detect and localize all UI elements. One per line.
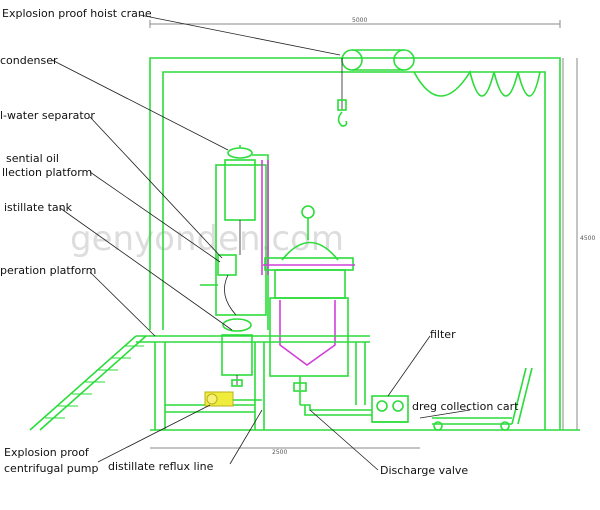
extraction-vessel bbox=[263, 205, 355, 405]
label-oil-platform-line2: llection platform bbox=[2, 166, 92, 179]
condenser bbox=[215, 145, 269, 330]
filter bbox=[371, 395, 409, 423]
label-pump-line1: Explosion proof bbox=[4, 446, 90, 459]
label-pump-line2: centrifugal pump bbox=[4, 462, 98, 475]
staircase bbox=[29, 335, 147, 431]
dim-right: 4500 bbox=[580, 235, 595, 242]
operation-platform bbox=[136, 335, 370, 430]
label-distillate-tank: istillate tank bbox=[4, 201, 73, 214]
label-reflux-line: distillate reflux line bbox=[108, 460, 214, 473]
separator bbox=[200, 254, 237, 316]
centrifugal-pump bbox=[204, 391, 262, 407]
label-oil-platform-line1: sential oil bbox=[6, 152, 59, 165]
dimension-lines: 5000 2500 4500 bbox=[149, 17, 595, 456]
leader-lines bbox=[51, 14, 471, 471]
label-separator: l-water separator bbox=[0, 109, 95, 122]
label-dreg-cart: dreg collection cart bbox=[412, 400, 519, 413]
discharge-piping bbox=[300, 404, 372, 416]
label-condenser: condenser bbox=[0, 54, 58, 67]
crane-frame bbox=[149, 57, 580, 431]
label-operation-platform: peration platform bbox=[0, 264, 96, 277]
labels: Explosion proof hoist crane condenser l-… bbox=[0, 7, 519, 477]
label-filter: filter bbox=[430, 328, 456, 341]
label-discharge-valve: Discharge valve bbox=[380, 464, 468, 477]
distillate-tank bbox=[221, 318, 253, 387]
watermark: genyonden.com bbox=[70, 219, 344, 259]
dim-top: 5000 bbox=[352, 17, 367, 24]
dim-bottom: 2500 bbox=[272, 449, 287, 456]
label-hoist-crane: Explosion proof hoist crane bbox=[2, 7, 152, 20]
dreg-collection-cart bbox=[432, 367, 533, 431]
hoist-crane bbox=[337, 49, 541, 127]
